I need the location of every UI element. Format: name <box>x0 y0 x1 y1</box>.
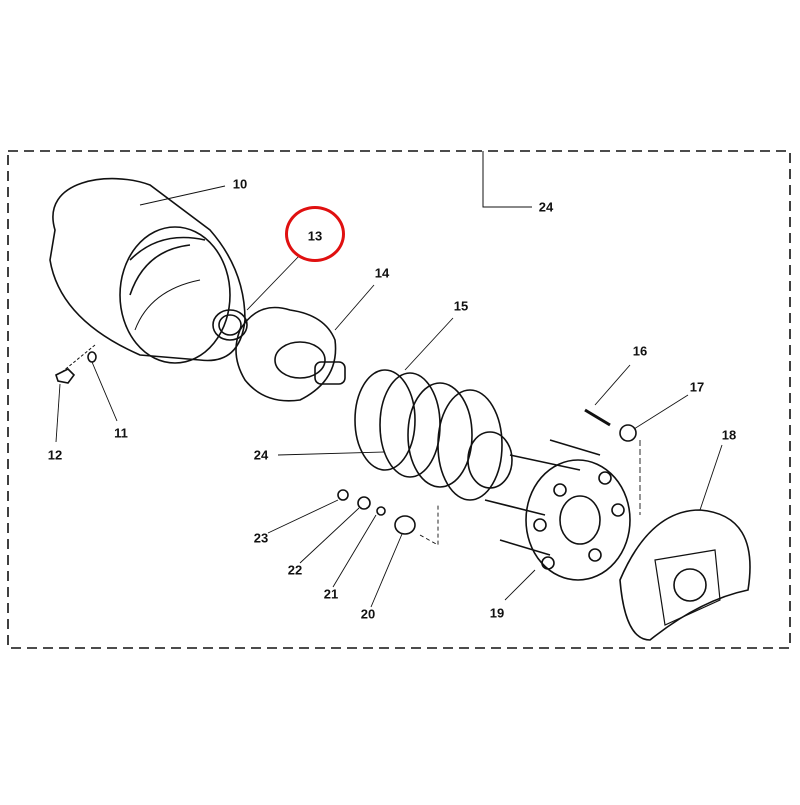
label-part-22: 22 <box>287 562 303 578</box>
label-part-20: 20 <box>360 606 376 622</box>
label-part-21: 21 <box>323 586 339 602</box>
label-part-11: 11 <box>114 425 128 441</box>
label-part-10: 10 <box>232 176 248 192</box>
label-part-23: 23 <box>253 530 269 546</box>
label-part-14: 14 <box>374 265 390 281</box>
highlight-circle-part-13 <box>285 206 345 262</box>
clutch-disks-part-15 <box>354 369 513 501</box>
label-part-24-assembly: 24 <box>538 199 554 215</box>
label-part-18: 18 <box>721 427 737 443</box>
label-part-24-disk: 24 <box>253 447 269 463</box>
label-part-13: 13 <box>307 228 323 244</box>
label-part-17: 17 <box>689 379 705 395</box>
label-part-15: 15 <box>453 298 469 314</box>
label-part-12: 12 <box>47 447 63 463</box>
label-part-19: 19 <box>489 605 505 621</box>
drum-housing-part-10 <box>49 177 246 373</box>
assembly-boundary <box>7 150 791 649</box>
label-part-16: 16 <box>632 343 648 359</box>
